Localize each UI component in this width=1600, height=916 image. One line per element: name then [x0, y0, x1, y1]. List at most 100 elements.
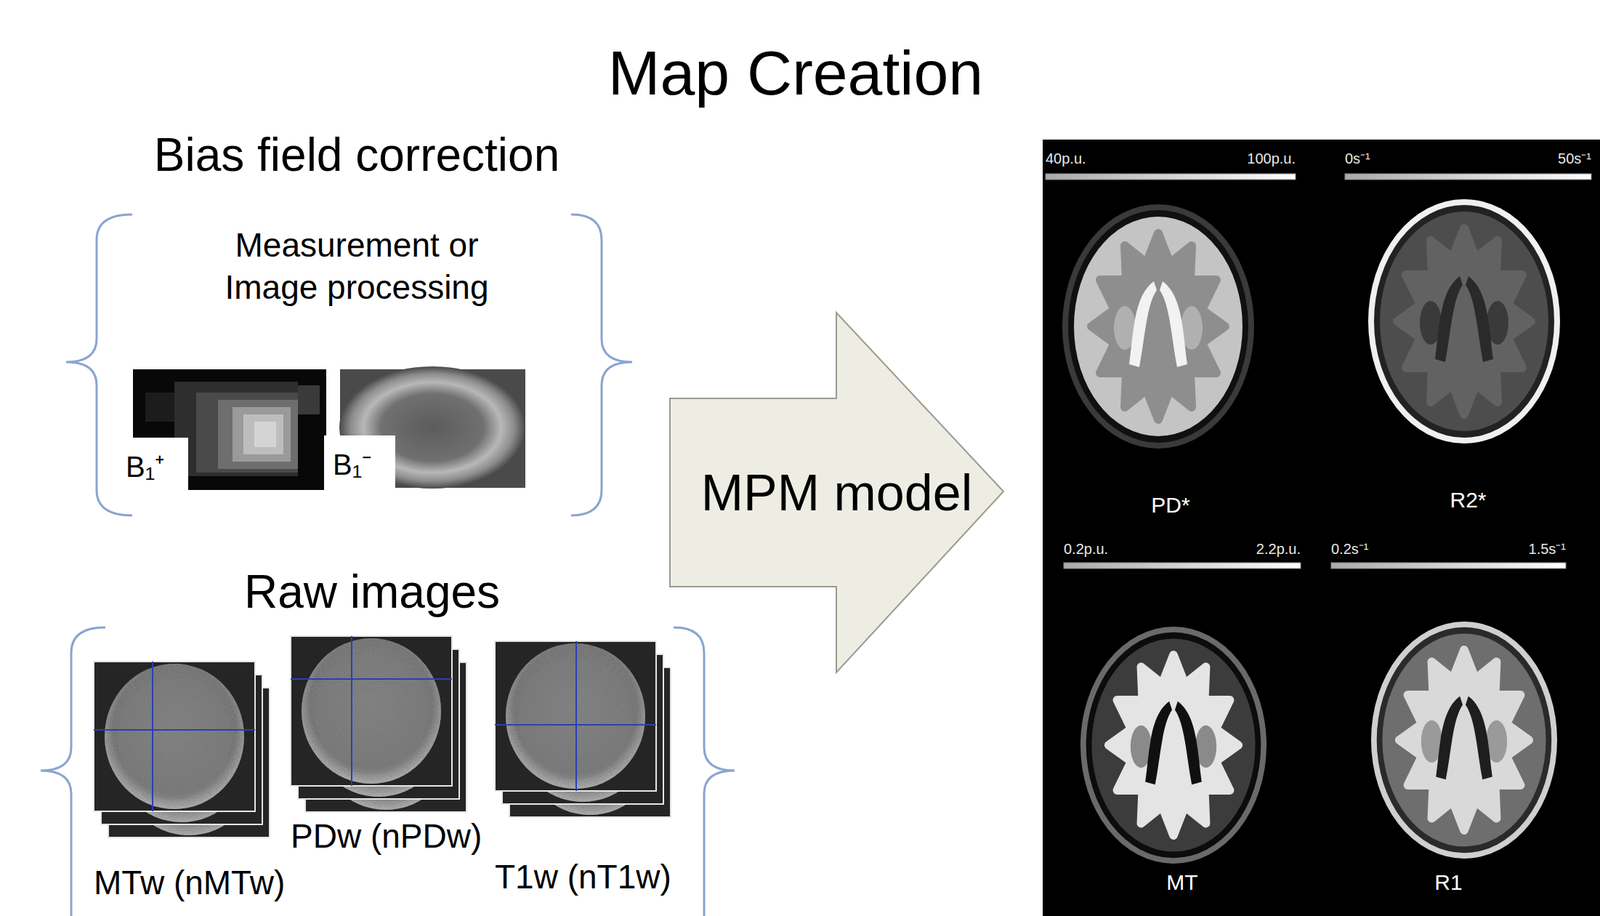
image-block: [243, 414, 284, 455]
scale-label: 1.5s⁻¹: [1528, 539, 1566, 559]
deep-grey-matter: [1113, 305, 1203, 350]
image-block: [174, 381, 298, 476]
ventricles: [1435, 276, 1494, 362]
image-block: [254, 421, 277, 447]
grey-matter: [1382, 633, 1546, 847]
grey-matter: [1091, 638, 1255, 852]
parameter-map: 40p.u. 100p.u. PD*: [1045, 148, 1296, 519]
skull: [1086, 632, 1262, 858]
skull: [1068, 209, 1249, 443]
crosshair: [494, 723, 657, 726]
white-matter: [1399, 649, 1529, 830]
scale-bar: [1331, 562, 1566, 569]
map-panel: [1042, 139, 1600, 916]
raw-image-stack: [290, 635, 467, 812]
scale-label: 2.2p.u.: [1256, 539, 1301, 559]
bracket: [571, 214, 633, 516]
image-stack: PDw (nPDw): [290, 635, 497, 855]
deep-grey-matter: [1421, 720, 1507, 763]
title-holder: Map Creation: [504, 36, 1087, 109]
map-label: R2*: [1449, 486, 1486, 513]
scalp: [1062, 204, 1255, 449]
bracket-group: Raw imagesMTw (nMTw)PDw (nPDw)T1w (nT1w): [87, 566, 657, 901]
map-space: [1331, 558, 1566, 870]
brain-map: [1371, 621, 1558, 859]
scale-bar: [1344, 173, 1592, 180]
group-heading: Bias field correction: [154, 129, 560, 181]
map-label: PD*: [1150, 491, 1190, 519]
scalp: [1368, 199, 1561, 444]
image-block: [297, 385, 320, 415]
field-map-tile: B₁⁺: [132, 369, 327, 490]
node-label: MPM model: [701, 463, 973, 522]
raw-image: [290, 635, 452, 786]
bracket: [40, 214, 735, 916]
arrow-outline: [669, 312, 1004, 673]
ventricles: [1129, 281, 1188, 367]
scalp: [1080, 626, 1267, 864]
scale-labels: 0.2p.u. 2.2p.u.: [1063, 539, 1301, 559]
scale-label: 0s⁻¹: [1344, 148, 1371, 168]
image-block: [232, 406, 291, 462]
image-block: [196, 392, 298, 473]
bracket-group: Bias field correctionMeasurement or Imag…: [96, 129, 617, 516]
crosshair: [350, 635, 353, 786]
raw-image: [93, 661, 256, 811]
grey-matter: [1073, 216, 1243, 436]
map-label: MT: [1166, 869, 1198, 896]
scale-label: 40p.u.: [1045, 148, 1087, 168]
raw-image: [494, 640, 657, 791]
ventricles: [1145, 701, 1202, 785]
group-heading: Raw images: [244, 566, 500, 617]
white-matter: [1397, 228, 1531, 415]
scale-bar: [1045, 173, 1296, 180]
parameter-map: 0s⁻¹ 50s⁻¹ R2*: [1344, 148, 1592, 513]
raw-image-stack: [494, 640, 671, 817]
scale-label: 100p.u.: [1246, 148, 1296, 168]
node-label: B₁⁺: [116, 437, 189, 493]
scale-label: 0.2s⁻¹: [1331, 539, 1369, 559]
field-map-tile: B₁⁻: [340, 369, 526, 488]
white-matter: [1091, 233, 1226, 420]
scale-bar: [1063, 562, 1301, 569]
ventricles: [1435, 696, 1493, 779]
scalp: [1371, 621, 1558, 859]
image-stack: MTw (nMTw): [93, 661, 300, 901]
node-label: B₁⁻: [324, 435, 396, 491]
crosshair: [575, 640, 577, 791]
node-label: MTw (nMTw): [93, 863, 285, 901]
crosshair: [290, 677, 452, 680]
parameter-map: 0.2s⁻¹ 1.5s⁻¹ R1: [1331, 539, 1566, 896]
scale-labels: 40p.u. 100p.u.: [1045, 148, 1296, 168]
crosshair: [93, 728, 256, 731]
map-space: [1045, 167, 1296, 492]
brain-map: [1080, 626, 1267, 864]
map-label: R1: [1434, 869, 1462, 896]
node-label: T1w (nT1w): [494, 858, 672, 896]
image-stack: T1w (nT1w): [494, 640, 686, 896]
map-space: [1344, 167, 1592, 487]
crosshair: [151, 661, 154, 811]
brain-map: [1062, 204, 1255, 449]
skull: [1374, 204, 1555, 438]
group-note: Measurement or Image processing: [204, 223, 510, 309]
node-label: PDw (nPDw): [290, 817, 482, 855]
deep-grey-matter: [1130, 725, 1217, 768]
white-matter: [1108, 654, 1239, 835]
grey-matter: [1379, 211, 1549, 431]
skull: [1376, 627, 1553, 853]
scale-labels: 0.2s⁻¹ 1.5s⁻¹: [1331, 539, 1566, 559]
scale-label: 0.2p.u.: [1063, 539, 1109, 559]
raw-image-stack: [93, 661, 270, 838]
parameter-map: 0.2p.u. 2.2p.u. MT: [1063, 539, 1301, 896]
scale-label: 50s⁻¹: [1557, 148, 1592, 168]
deep-grey-matter: [1419, 300, 1509, 345]
bracket: [673, 627, 735, 916]
scale-labels: 0s⁻¹ 50s⁻¹: [1344, 148, 1592, 168]
process-arrow: MPM model: [668, 310, 1005, 674]
title: Map Creation: [608, 36, 984, 109]
map-space: [1063, 558, 1301, 870]
image-block: [145, 392, 175, 422]
image-block: [217, 399, 298, 469]
